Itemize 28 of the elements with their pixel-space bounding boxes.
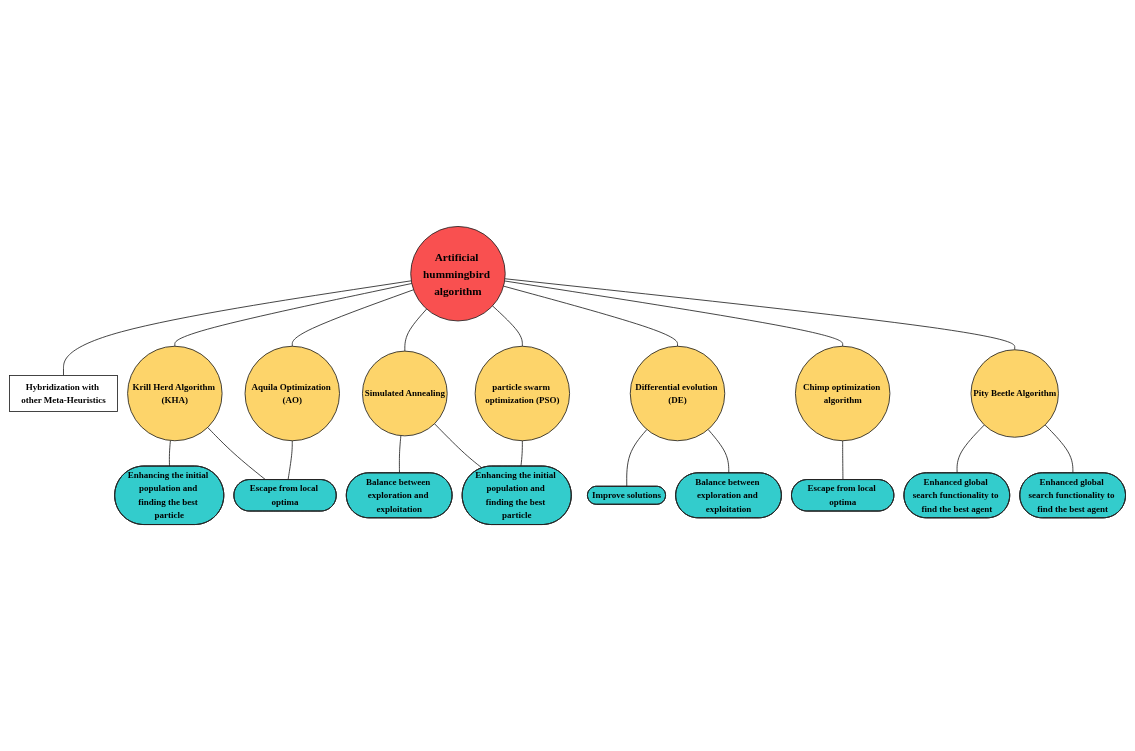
node-circle: particle swarm optimization (PSO) <box>474 345 570 442</box>
connector <box>287 440 293 481</box>
node-circle: Pity Beetle Algorithm <box>970 349 1059 438</box>
node-circle: Chimp optimization algorithm <box>795 345 891 442</box>
connector <box>626 429 648 487</box>
node-circle: Artificial hummingbird algorithm <box>410 226 506 322</box>
connector <box>434 423 483 469</box>
connector <box>504 278 1016 351</box>
connector <box>174 283 413 347</box>
connector <box>956 424 985 474</box>
node-circle: Krill Herd Algorithm (KHA) <box>127 345 223 442</box>
connector <box>207 427 267 481</box>
node-circle: Aquila Optimization (AO) <box>244 345 340 442</box>
connector <box>707 429 730 474</box>
connector <box>168 440 171 467</box>
connector <box>398 435 402 474</box>
node-circle: Differential evolution (DE) <box>629 345 726 442</box>
connector <box>291 289 414 347</box>
connector <box>842 440 844 481</box>
node-circle: Simulated Annealing <box>362 350 448 437</box>
connector <box>504 280 844 347</box>
connector <box>1044 424 1074 474</box>
connector <box>520 440 523 467</box>
connector <box>492 305 523 347</box>
connector <box>404 308 428 352</box>
connector <box>503 285 678 347</box>
connector <box>63 280 412 376</box>
node-box: Hybridization with other Meta-Heuristics <box>9 375 118 412</box>
